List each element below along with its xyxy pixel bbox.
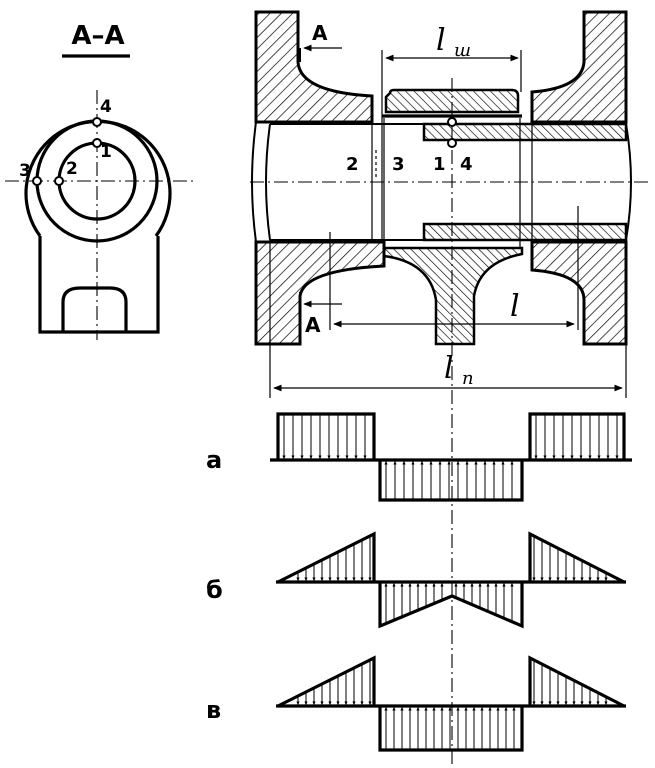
diagram-b-left-triangle <box>277 531 376 584</box>
diagram-v-center-block <box>378 706 524 752</box>
cut-top-label: A <box>312 21 328 45</box>
longitudinal-section: 2 3 1 4 A A l ш l l п <box>250 10 650 768</box>
diagram-a-arrows <box>282 415 619 499</box>
pin-left-end <box>265 123 271 241</box>
rod-channel <box>61 286 128 332</box>
dim-ln-label: l <box>444 351 454 386</box>
dim-l-label: l <box>510 289 520 324</box>
load-diagrams: а б в <box>206 412 632 752</box>
section-label-1: 1 <box>433 154 446 175</box>
upper-rod-head <box>384 88 520 114</box>
dim-ln-subscript: п <box>462 368 474 389</box>
pin-point-4-marker <box>447 117 457 127</box>
point-4-marker <box>92 117 102 127</box>
point-1-label: 1 <box>100 142 112 162</box>
point-2-label: 2 <box>66 159 78 179</box>
point-3-label: 3 <box>19 161 31 181</box>
pin-right-end <box>625 123 632 241</box>
pin-bore-contour <box>270 123 425 241</box>
diagram-b-arrows <box>296 537 608 623</box>
diagram-a-center-block <box>378 460 524 502</box>
point-4-label: 4 <box>100 97 112 117</box>
diagram-b-center-shape <box>378 582 524 629</box>
diagram-v-arrows <box>296 661 608 749</box>
pin-lower-wall <box>422 222 628 242</box>
upper-left-boss <box>254 10 374 124</box>
dim-lsh-label: l <box>436 23 446 58</box>
pin-point-1-marker <box>447 138 457 148</box>
diagram-a-left-block <box>276 412 376 460</box>
section-label-2: 2 <box>346 154 359 175</box>
cut-bottom-label: A <box>305 313 321 337</box>
diagram-a-label: а <box>206 446 222 474</box>
point-2-marker <box>54 176 64 186</box>
lower-rod-head <box>382 246 524 346</box>
section-label-3: 3 <box>392 154 405 175</box>
diagram-b-label: б <box>206 576 223 604</box>
diagram-v-right-triangle <box>528 655 625 708</box>
point-1-marker <box>92 138 102 148</box>
section-label-4: 4 <box>460 154 473 175</box>
diagram-v-left-triangle <box>277 655 376 708</box>
dim-lsh-subscript: ш <box>454 40 471 61</box>
diagram-a-right-block <box>528 412 626 460</box>
section-view: A–A 1 2 3 4 <box>5 21 195 340</box>
upper-right-boss <box>530 10 628 124</box>
section-title: A–A <box>71 21 124 51</box>
point-3-marker <box>32 176 42 186</box>
rod-body-contour <box>38 236 160 334</box>
lower-right-boss <box>530 240 628 346</box>
diagram-b-right-triangle <box>528 531 625 584</box>
diagram-v-label: в <box>206 696 221 724</box>
